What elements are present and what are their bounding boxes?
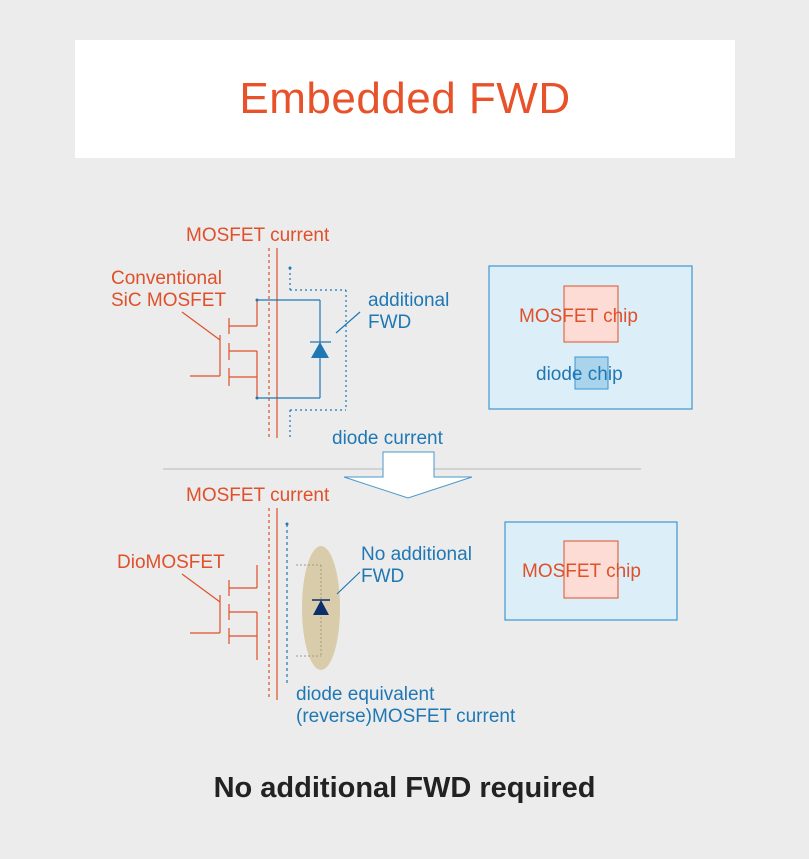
- mosfet-symbol: [181, 300, 258, 398]
- node-dot-upper: [255, 298, 259, 302]
- diomosfet-circuit: [181, 508, 361, 700]
- top-mosfet-chip-text: MOSFET chip: [519, 306, 638, 327]
- conventional-label-line2: SiC MOSFET: [111, 290, 226, 311]
- diomosfet-label: DioMOSFET: [117, 552, 225, 573]
- no-additional-fwd-label-line1: No additional: [361, 544, 472, 565]
- bottom-chip-panel: MOSFET chip: [504, 521, 678, 621]
- current-arrow-dot-top: [288, 266, 292, 270]
- conventional-mosfet-circuit: [181, 248, 361, 438]
- node-dot-lower: [255, 396, 259, 400]
- conclusion-caption: No additional FWD required: [213, 772, 596, 804]
- transition-arrow: [343, 451, 473, 499]
- bottom-panel-frame: [504, 521, 678, 621]
- top-chip-panel: MOSFET chip diode chip: [488, 265, 693, 410]
- no-additional-fwd-label-line2: FWD: [361, 566, 404, 587]
- reverse-current-dot: [285, 522, 289, 526]
- diode-symbol: [311, 342, 329, 358]
- mosfet-chip: [563, 285, 619, 343]
- additional-fwd-label-line1: additional: [368, 290, 449, 311]
- bottom-mosfet-current-label: MOSFET current: [186, 485, 330, 506]
- reverse-current-label-line2: (reverse)MOSFET current: [296, 706, 516, 727]
- top-mosfet-current-label: MOSFET current: [186, 225, 330, 246]
- diomosfet-symbol: [181, 565, 258, 660]
- no-fwd-pointer: [336, 571, 361, 595]
- diode-current-label: diode current: [332, 428, 444, 449]
- bottom-mosfet-chip-text: MOSFET chip: [522, 561, 641, 582]
- additional-fwd-label-line2: FWD: [368, 312, 411, 333]
- page-title: Embedded FWD: [239, 74, 571, 123]
- reverse-current-label-line1: diode equivalent: [296, 684, 435, 705]
- conventional-label-line1: Conventional: [111, 268, 222, 289]
- diomosfet-chip: [563, 540, 619, 599]
- diode-chip-text: diode chip: [536, 364, 623, 385]
- title-banner: Embedded FWD: [75, 40, 735, 158]
- embedded-diode-symbol: [313, 600, 329, 615]
- fwd-circuit: [257, 268, 361, 438]
- diode-chip: [574, 356, 609, 390]
